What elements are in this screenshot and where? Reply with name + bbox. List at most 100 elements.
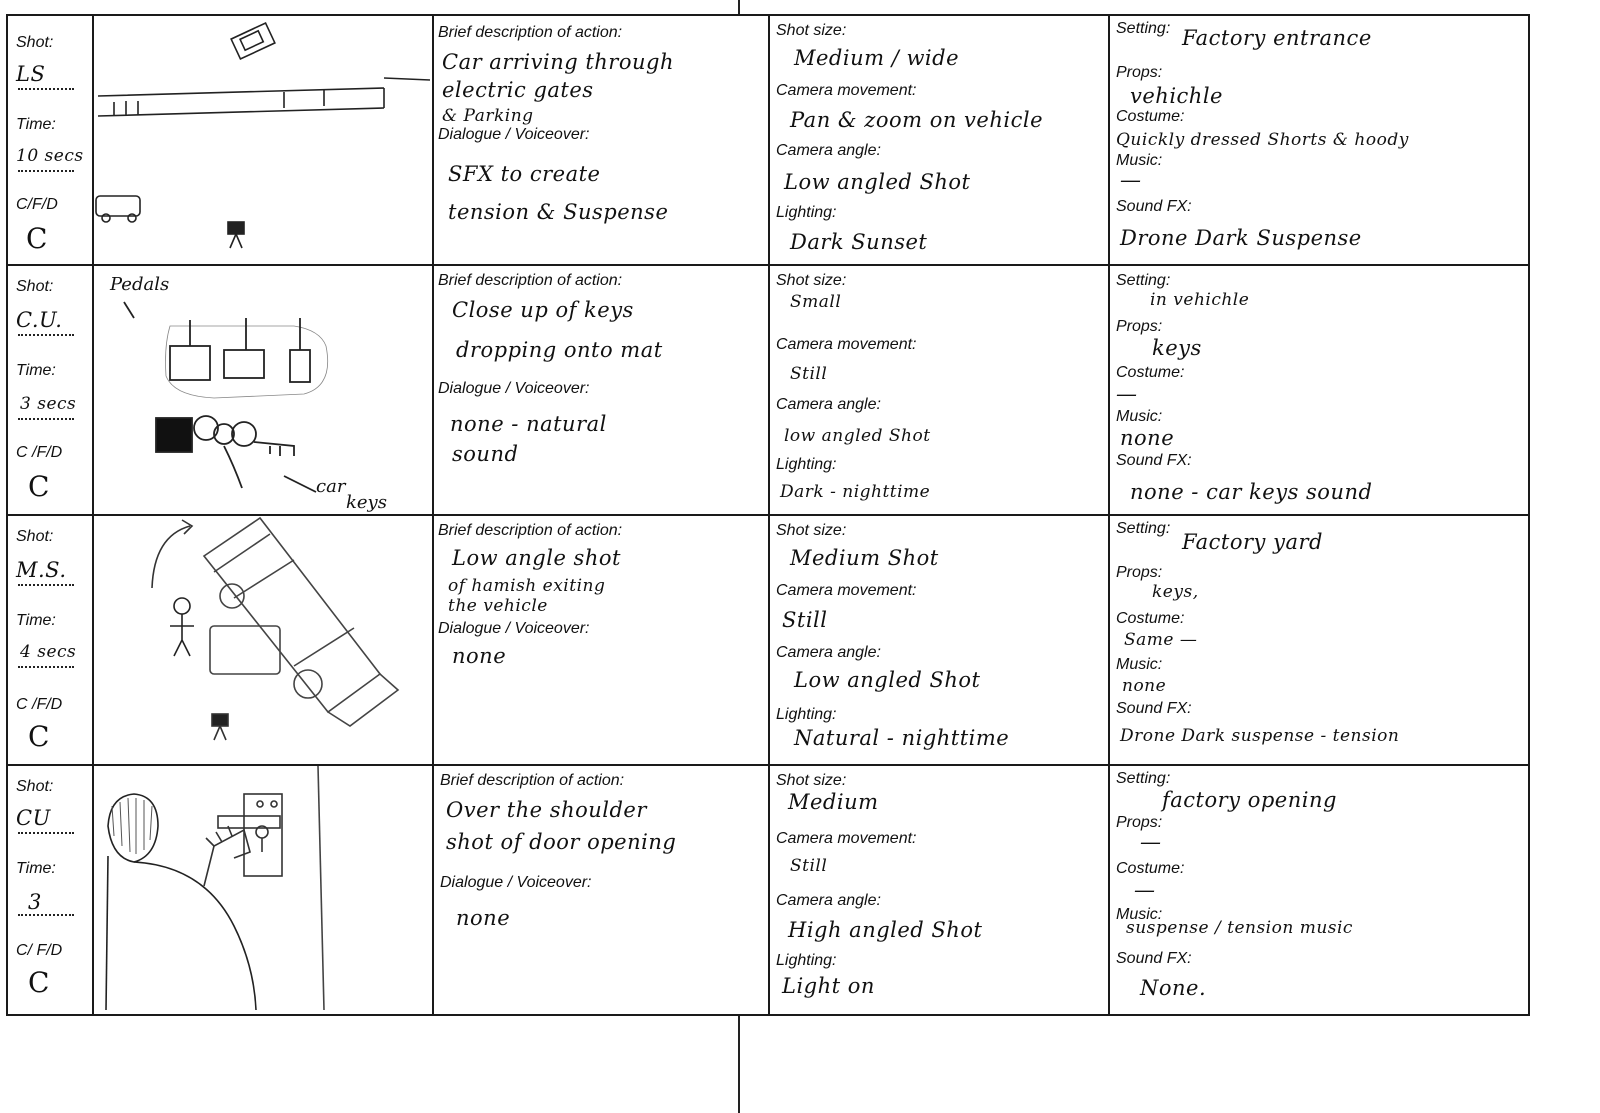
sketch-exiting-vehicle: [151, 516, 400, 741]
props-value: vehichle: [1130, 84, 1223, 108]
dotted-line: [18, 666, 74, 668]
time-label: Time:: [16, 362, 56, 379]
time-label: Time:: [16, 860, 56, 877]
dialogue-line: tension & Suspense: [448, 200, 669, 224]
sketch-cell: [94, 516, 434, 764]
dotted-line: [18, 418, 74, 420]
setting-cell: Setting: in vehichle Props: keys Costume…: [1110, 266, 1528, 514]
sketch-label-car: car: [316, 476, 346, 497]
setting-value: Factory yard: [1182, 530, 1323, 554]
camera-angle-value: low angled Shot: [784, 426, 931, 446]
dotted-line: [18, 832, 74, 834]
setting-value: Factory entrance: [1182, 26, 1372, 50]
setting-value: in vehichle: [1150, 290, 1250, 310]
parked-car-icon: [95, 195, 141, 223]
camera-cell: Shot size: Medium / wide Camera movement…: [770, 16, 1110, 264]
action-line: & Parking: [442, 106, 534, 126]
setting-cell: Setting: Factory yard Props: keys, Costu…: [1110, 516, 1528, 764]
camera-movement-label: Camera movement:: [776, 82, 917, 99]
shot-size-value: Medium / wide: [794, 46, 960, 70]
music-value: none: [1120, 426, 1175, 450]
sound-fx-label: Sound FX:: [1116, 950, 1192, 967]
sketch-cell: [94, 16, 434, 264]
shot-size-label: Shot size:: [776, 522, 847, 539]
music-value: suspense / tension music: [1126, 918, 1353, 938]
camera-movement-label: Camera movement:: [776, 582, 917, 599]
dotted-line: [18, 88, 74, 90]
brief-label: Brief description of action:: [440, 772, 625, 789]
pedal-icon: [289, 318, 311, 383]
costume-value: —: [1116, 382, 1138, 406]
sound-fx-value: Drone Dark Suspense: [1120, 226, 1362, 250]
stick-figure-icon: [170, 597, 194, 657]
setting-cell: Setting: factory opening Props: — Costum…: [1110, 766, 1528, 1014]
arrow-icon: [151, 525, 191, 589]
sketch-label-keys: keys: [346, 492, 387, 513]
costume-label: Costume:: [1116, 108, 1185, 125]
action-line: Low angle shot: [452, 546, 621, 570]
sound-fx-value: none - car keys sound: [1130, 480, 1373, 504]
camera-angle-value: Low angled Shot: [794, 668, 981, 692]
props-value: keys,: [1152, 582, 1199, 602]
costume-label: Costume:: [1116, 860, 1185, 877]
camera-angle-label: Camera angle:: [776, 142, 881, 159]
sketch-label-pedals: Pedals: [110, 274, 170, 295]
pedal-icon: [169, 320, 211, 381]
sound-fx-label: Sound FX:: [1116, 452, 1192, 469]
shot-size-value: Small: [790, 292, 842, 312]
dialogue-label: Dialogue / Voiceover:: [440, 874, 592, 891]
dotted-line: [18, 914, 74, 916]
camera-angle-label: Camera angle:: [776, 396, 881, 413]
props-label: Props:: [1116, 318, 1163, 335]
description-cell: Brief description of action: Close up of…: [434, 266, 770, 514]
camera-cell: Shot size: Medium Shot Camera movement: …: [770, 516, 1110, 764]
lighting-value: Natural - nighttime: [794, 726, 1010, 750]
hand-icon: [203, 825, 251, 887]
action-line: of hamish exiting: [448, 576, 606, 596]
costume-label: Costume:: [1116, 364, 1185, 381]
props-label: Props:: [1116, 564, 1163, 581]
props-label: Props:: [1116, 814, 1163, 831]
music-value: —: [1120, 168, 1142, 192]
action-line: shot of door opening: [446, 830, 677, 854]
sketch-car-gates: [95, 21, 430, 249]
sketch-cell: Pedals car keys: [94, 266, 434, 514]
action-line: electric gates: [442, 78, 594, 102]
storyboard-panel-3: Shot: M.S. Time: 4 secs C /F/D C: [6, 514, 1530, 766]
brief-label: Brief description of action:: [438, 522, 623, 539]
setting-cell: Setting: Factory entrance Props: vehichl…: [1110, 16, 1528, 264]
sketch-cell: [94, 766, 434, 1014]
cfd-value: C: [28, 470, 50, 503]
car-keys-icon: [155, 415, 295, 489]
shot-value: M.S.: [16, 558, 67, 582]
shot-label: Shot:: [16, 778, 54, 795]
music-label: Music:: [1116, 152, 1163, 169]
props-value: keys: [1152, 336, 1202, 360]
camera-icon: [211, 713, 229, 741]
action-line: Close up of keys: [452, 298, 634, 322]
time-value: 4 secs: [20, 642, 77, 662]
dotted-line: [18, 334, 74, 336]
time-label: Time:: [16, 116, 56, 133]
lighting-label: Lighting:: [776, 456, 837, 473]
lighting-label: Lighting:: [776, 204, 837, 221]
camera-movement-value: Still: [790, 856, 828, 876]
action-line: Over the shoulder: [446, 798, 647, 822]
costume-value: —: [1134, 878, 1156, 902]
person-back-icon: [105, 793, 257, 1011]
description-cell: Brief description of action: Car arrivin…: [434, 16, 770, 264]
dialogue-label: Dialogue / Voiceover:: [438, 126, 590, 143]
camera-movement-value: Pan & zoom on vehicle: [790, 108, 1043, 132]
shot-label: Shot:: [16, 34, 54, 51]
setting-label: Setting:: [1116, 520, 1171, 537]
shot-value: LS: [16, 62, 46, 86]
shot-value: CU: [16, 806, 51, 830]
time-value: 3: [28, 890, 42, 914]
shot-size-value: Medium Shot: [790, 546, 939, 570]
camera-movement-value: Still: [782, 608, 828, 632]
costume-label: Costume:: [1116, 610, 1185, 627]
setting-value: factory opening: [1162, 788, 1337, 812]
shot-size-label: Shot size:: [776, 772, 847, 789]
dialogue-line: SFX to create: [448, 162, 601, 186]
lighting-label: Lighting:: [776, 706, 837, 723]
